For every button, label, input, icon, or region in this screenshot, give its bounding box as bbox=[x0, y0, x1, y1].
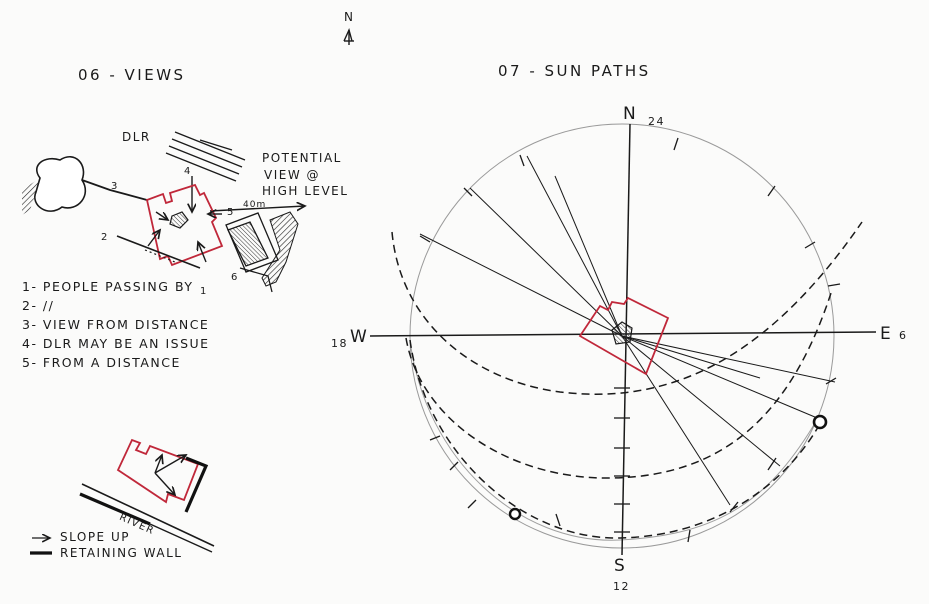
view-note-4: 4- DLR MAY BE AN ISSUE bbox=[22, 336, 210, 351]
view-note-2: 2- // bbox=[22, 298, 55, 313]
compass-south-value: 12 bbox=[613, 580, 630, 593]
north-marker-label: N bbox=[344, 10, 355, 24]
view-number-1: 1 bbox=[200, 286, 208, 297]
tree-blob bbox=[34, 156, 87, 212]
sunrise-marker bbox=[812, 414, 828, 430]
view-number-6: 6 bbox=[231, 272, 239, 283]
compass-east: E bbox=[880, 324, 893, 344]
views-site-outline bbox=[145, 183, 224, 267]
view-number-3: 3 bbox=[111, 181, 119, 192]
compass-west: W bbox=[350, 327, 369, 347]
sun-paths-title: 07 - SUN PATHS bbox=[498, 62, 651, 80]
compass-west-value: 18 bbox=[331, 337, 348, 350]
sun-path-site-outline bbox=[578, 296, 670, 376]
potential-label-2: VIEW @ bbox=[264, 168, 321, 182]
view-number-2: 2 bbox=[101, 232, 109, 243]
compass-east-value: 6 bbox=[899, 329, 908, 342]
sun-path-summer bbox=[391, 221, 863, 395]
view-number-5: 5 bbox=[227, 207, 235, 218]
legend-wall-label: RETAINING WALL bbox=[60, 546, 183, 560]
sun-path-diagram bbox=[369, 123, 877, 556]
legend-slope-label: SLOPE UP bbox=[60, 530, 130, 544]
north-arrow bbox=[343, 27, 354, 45]
sun-path-arcs bbox=[391, 221, 863, 539]
potential-label-1: POTENTIAL bbox=[262, 151, 342, 165]
sun-path-equinox bbox=[405, 289, 833, 479]
view-number-4: 4 bbox=[184, 166, 192, 177]
compass-north-value: 24 bbox=[648, 115, 665, 128]
dlr-label: DLR bbox=[122, 130, 151, 144]
sun-path-winter bbox=[409, 339, 823, 539]
compass-south: S bbox=[614, 556, 627, 576]
view-note-3: 3- VIEW FROM DISTANCE bbox=[22, 317, 210, 332]
sunset-marker bbox=[508, 507, 522, 521]
potential-label-3: HIGH LEVEL bbox=[262, 184, 349, 198]
view-note-1: 1- PEOPLE PASSING BY bbox=[22, 279, 194, 294]
distance-label: 40m bbox=[243, 200, 267, 210]
view-note-5: 5- FROM A DISTANCE bbox=[22, 355, 181, 370]
views-title: 06 - VIEWS bbox=[78, 66, 186, 84]
compass-north: N bbox=[623, 104, 638, 124]
legend-site-sketch bbox=[30, 438, 215, 555]
views-site-sketch bbox=[22, 131, 305, 293]
dlr-tracks bbox=[165, 131, 246, 182]
